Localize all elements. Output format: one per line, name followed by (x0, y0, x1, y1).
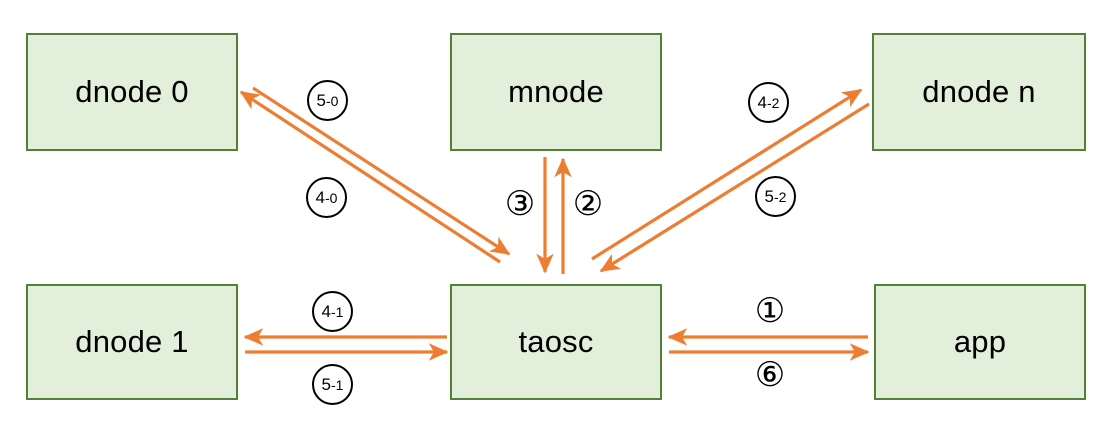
node-label: taosc (518, 324, 594, 359)
edge-label-sep: - (326, 92, 331, 109)
edge-label-5-0: 5-0 (307, 80, 348, 121)
edge-label-5-1: 5-1 (312, 364, 353, 405)
edge-5-0-line (239, 90, 501, 264)
edge-label-4-2: 4-2 (748, 82, 789, 123)
node-label: dnode 1 (75, 324, 189, 359)
edge-label-main: 4 (315, 188, 325, 207)
edge-label-sub: 1 (335, 303, 344, 320)
edge-label-1: ① (750, 294, 790, 328)
edge-4-2-line (591, 88, 863, 261)
edge-label-main: 5 (321, 375, 331, 394)
edge-label-main: 5 (316, 91, 326, 110)
edge-label-sub: 0 (330, 92, 339, 109)
edge-label-6: ⑥ (750, 358, 790, 392)
node-dnode-1[interactable]: dnode 1 (26, 284, 238, 400)
edge-label-2: ② (568, 187, 608, 221)
edge-label-main: 5 (764, 187, 774, 206)
node-app[interactable]: app (874, 284, 1086, 400)
edge-label-5-2: 5-2 (755, 176, 796, 217)
edge-label-sub: 2 (771, 94, 780, 111)
edge-label-sub: 0 (329, 189, 338, 206)
edge-label-4-0: 4-0 (306, 177, 347, 218)
node-label: mnode (508, 74, 604, 109)
edge-label-sep: - (767, 94, 772, 111)
node-mnode[interactable]: mnode (450, 33, 662, 151)
edge-label-main: 4 (321, 302, 331, 321)
edge-label-3: ③ (500, 187, 540, 221)
node-label: dnode 0 (75, 74, 189, 109)
edge-label-sep: - (331, 303, 336, 320)
edge-label-sep: - (331, 376, 336, 393)
node-dnode-n[interactable]: dnode n (872, 33, 1086, 151)
node-dnode-0[interactable]: dnode 0 (26, 33, 238, 151)
edge-label-4-1: 4-1 (312, 291, 353, 332)
edge-5-2-line (599, 102, 870, 273)
edge-label-main: 4 (757, 93, 767, 112)
node-taosc[interactable]: taosc (450, 284, 662, 400)
edge-label-sub: 1 (335, 376, 344, 393)
edge-label-sep: - (325, 189, 330, 206)
edge-label-sep: - (774, 188, 779, 205)
node-label: app (953, 324, 1007, 359)
node-label: dnode n (922, 74, 1036, 109)
edge-4-0-line (252, 86, 511, 256)
edge-label-sub: 2 (778, 188, 787, 205)
